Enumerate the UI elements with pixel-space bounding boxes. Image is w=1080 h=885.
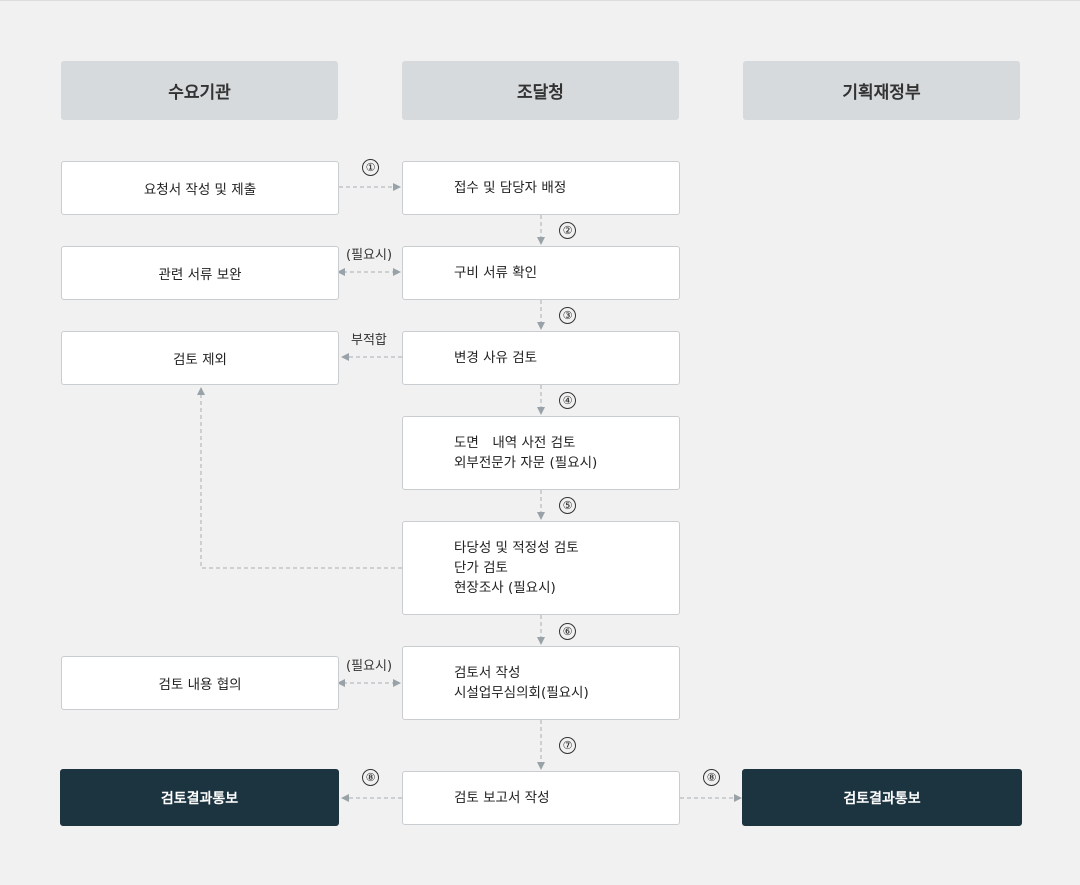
- step-number-6: ⑥: [559, 623, 576, 640]
- box-review-report-text: 검토 보고서 작성: [454, 790, 550, 806]
- box-validity-review-line-3: 현장조사 (필요시): [454, 580, 556, 596]
- step-number-1: ①: [362, 159, 379, 176]
- label-if-needed-consult: (필요시): [346, 659, 393, 674]
- step-number-3: ③: [559, 307, 576, 324]
- box-result-notice-right: 검토결과통보: [742, 769, 1022, 826]
- box-supplement-docs: 관련 서류 보완: [61, 246, 339, 300]
- box-review-report: 검토 보고서 작성: [402, 771, 680, 825]
- column-header-ministry-economy-finance: 기획재정부: [743, 61, 1020, 120]
- column-header-demand-agency: 수요기관: [61, 61, 338, 120]
- column-header-procurement-service: 조달청: [402, 61, 679, 120]
- box-review-excluded: 검토 제외: [61, 331, 339, 385]
- box-report-write: 검토서 작성 시설업무심의회(필요시): [402, 646, 680, 720]
- box-drawing-review-line-2: 외부전문가 자문 (필요시): [454, 455, 598, 471]
- label-if-needed-supplement: (필요시): [346, 248, 393, 263]
- step-number-8-right: ⑧: [703, 769, 720, 786]
- box-request-submit: 요청서 작성 및 제출: [61, 161, 339, 215]
- step-number-2: ②: [559, 222, 576, 239]
- label-unsuitable: 부적합: [351, 333, 387, 348]
- box-docs-check: 구비 서류 확인: [402, 246, 680, 300]
- step-number-4: ④: [559, 392, 576, 409]
- box-docs-check-text: 구비 서류 확인: [454, 265, 538, 281]
- box-drawing-review-line-1: 도면 내역 사전 검토: [454, 435, 576, 451]
- box-drawing-review: 도면 내역 사전 검토 외부전문가 자문 (필요시): [402, 416, 680, 490]
- box-validity-review-line-2: 단가 검토: [454, 560, 508, 576]
- step-number-5: ⑤: [559, 497, 576, 514]
- step-number-8-left: ⑧: [362, 769, 379, 786]
- box-reason-review-text: 변경 사유 검토: [454, 350, 538, 366]
- box-validity-review: 타당성 및 적정성 검토 단가 검토 현장조사 (필요시): [402, 521, 680, 615]
- box-result-notice-left: 검토결과통보: [60, 769, 339, 826]
- box-review-consultation: 검토 내용 협의: [61, 656, 339, 710]
- box-report-write-line-2: 시설업무심의회(필요시): [454, 685, 589, 701]
- arrow-validity-to-exclude: [197, 387, 402, 569]
- box-receipt-assign: 접수 및 담당자 배정: [402, 161, 680, 215]
- box-receipt-assign-text: 접수 및 담당자 배정: [454, 180, 567, 196]
- box-report-write-line-1: 검토서 작성: [454, 665, 521, 681]
- box-reason-review: 변경 사유 검토: [402, 331, 680, 385]
- box-validity-review-line-1: 타당성 및 적정성 검토: [454, 540, 579, 556]
- step-number-7: ⑦: [559, 737, 576, 754]
